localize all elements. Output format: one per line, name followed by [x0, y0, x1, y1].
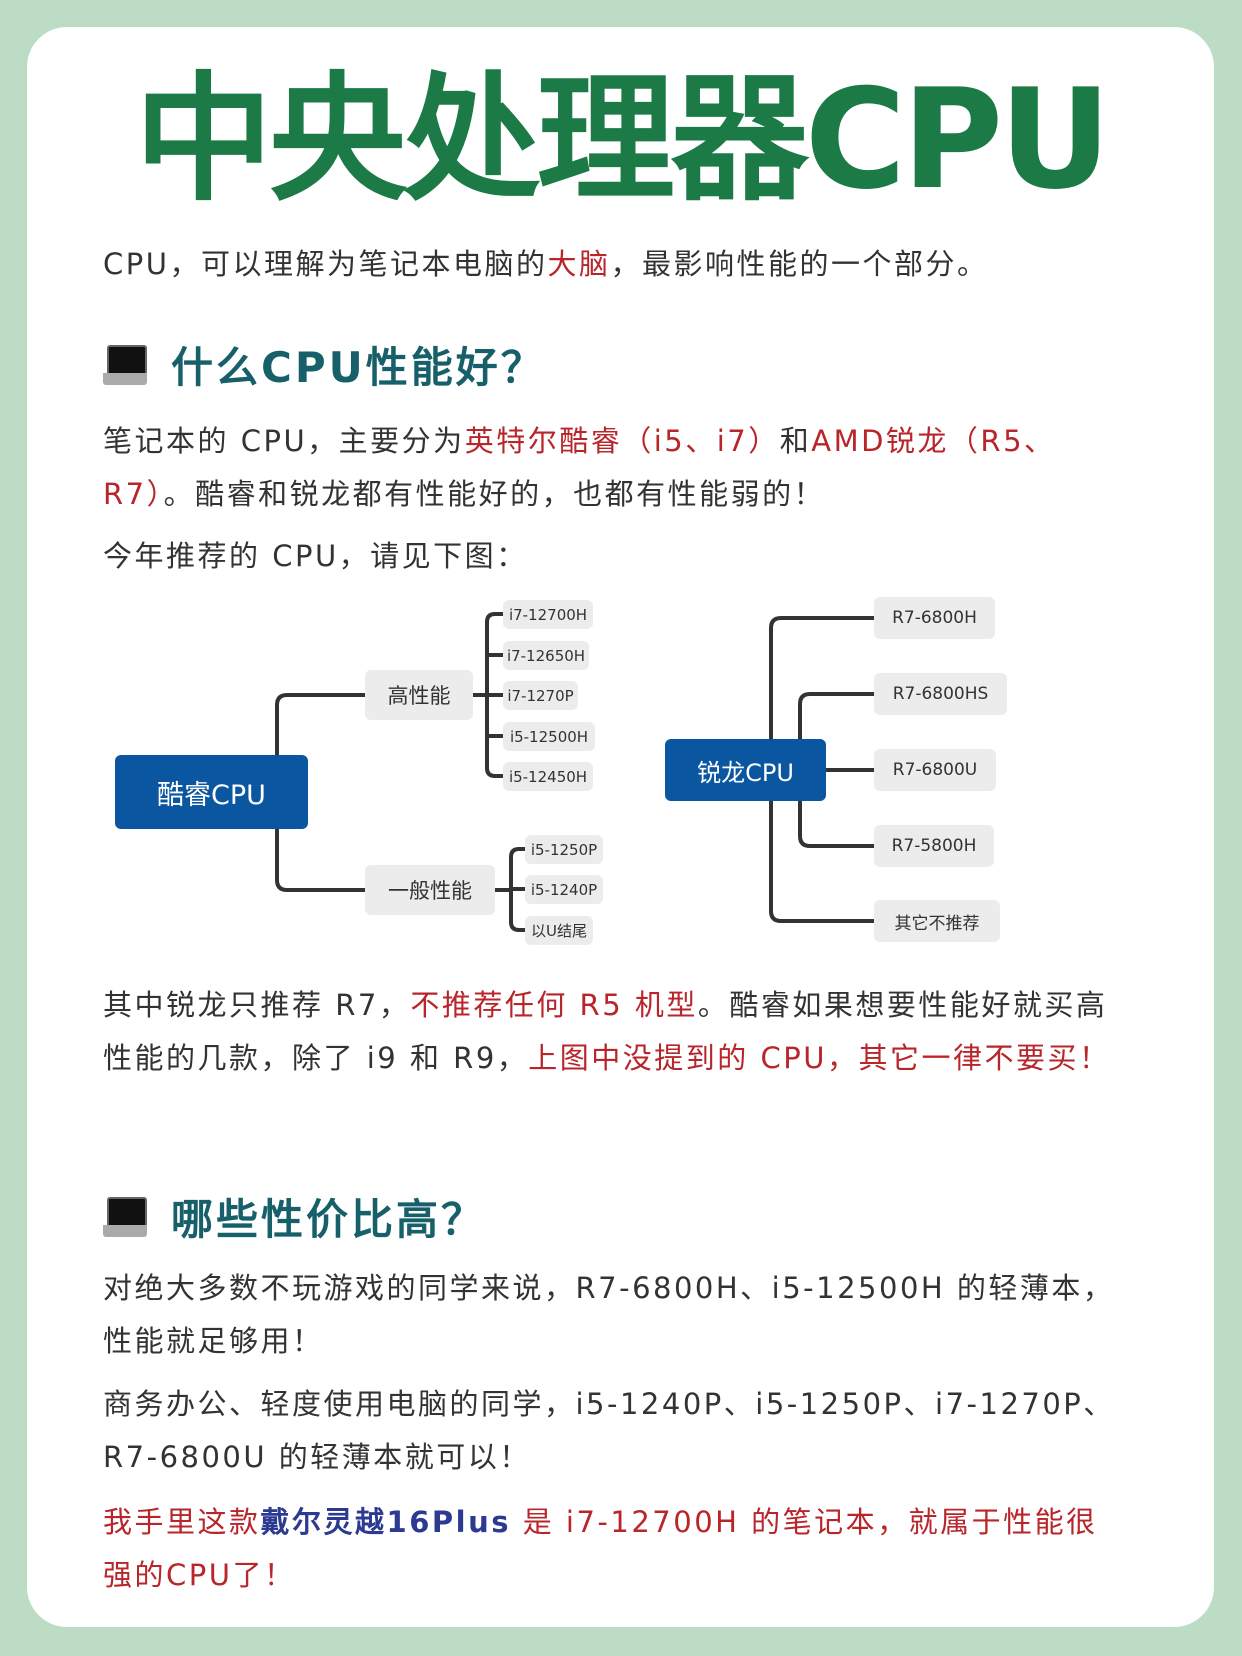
cpu-leaf: i5-1250P: [525, 835, 603, 864]
section-heading-performance: 什么CPU性能好？: [103, 334, 546, 395]
cpu-leaf: R7-6800U: [874, 749, 996, 791]
general-performance-node: 一般性能: [365, 865, 495, 915]
cpu-leaf: i5-12450H: [503, 762, 593, 791]
paragraph-advice: 其中锐龙只推荐 R7，不推荐任何 R5 机型。酷睿如果想要性能好就买高性能的几款…: [103, 988, 1111, 1075]
cpu-leaf: R7-6800HS: [874, 673, 1007, 715]
highlight: 大脑: [547, 247, 611, 281]
cpu-leaf: i7-12700H: [503, 600, 593, 629]
cpu-leaf: i5-1240P: [525, 875, 603, 904]
intel-core-node: 酷睿CPU: [115, 755, 308, 829]
page-title: 中央处理器CPU: [134, 59, 1111, 220]
high-performance-node: 高性能: [365, 670, 473, 720]
laptop-icon: [103, 343, 147, 387]
paragraph-recommend: 今年推荐的 CPU，请见下图：: [103, 539, 528, 573]
heading-text: 什么CPU性能好？: [171, 343, 546, 392]
cpu-leaf: 以U结尾: [525, 916, 593, 945]
text: ，最影响性能的一个部分。: [610, 247, 989, 281]
section-heading-value: 哪些性价比高？: [103, 1186, 486, 1247]
heading-text: 哪些性价比高？: [171, 1195, 487, 1244]
paragraph-general-users: 对绝大多数不玩游戏的同学来说，R7-6800H、i5-12500H 的轻薄本，性…: [103, 1271, 1115, 1358]
cpu-leaf: i5-12500H: [503, 722, 595, 751]
cpu-leaf: i7-12650H: [503, 641, 589, 670]
cpu-leaf: R7-6800H: [874, 597, 995, 639]
paragraph-office-users: 商务办公、轻度使用电脑的同学，i5-1240P、i5-1250P、i7-1270…: [103, 1387, 1115, 1474]
paragraph-cpu-types: 笔记本的 CPU，主要分为英特尔酷睿（i5、i7）和AMD锐龙（R5、R7）。酷…: [103, 424, 1056, 511]
amd-ryzen-node: 锐龙CPU: [665, 739, 826, 801]
cpu-leaf: i7-1270P: [503, 681, 578, 710]
paragraph-my-laptop: 我手里这款戴尔灵越16Plus 是 i7-12700H 的笔记本，就属于性能很强…: [103, 1505, 1098, 1592]
text: CPU，可以理解为笔记本电脑的: [103, 247, 548, 281]
cpu-leaf: R7-5800H: [874, 825, 994, 867]
cpu-leaf: 其它不推荐: [874, 900, 1000, 942]
intro-paragraph: CPU，可以理解为笔记本电脑的大脑，最影响性能的一个部分。: [103, 238, 1123, 291]
laptop-icon: [103, 1195, 147, 1239]
